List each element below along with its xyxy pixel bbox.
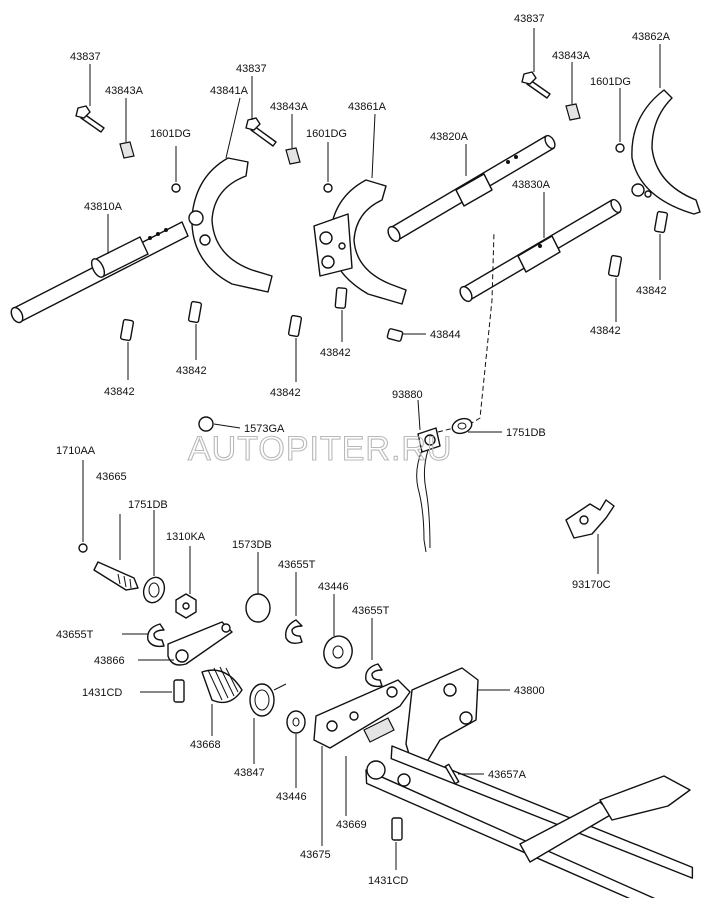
- switch-93170c: [565, 499, 615, 539]
- label-43861a: 43861A: [348, 101, 387, 113]
- label-43655t: 43655T: [278, 559, 316, 571]
- label-43842: 43842: [176, 365, 207, 377]
- label-43668: 43668: [190, 739, 221, 751]
- washer-1751db-lower: [142, 576, 166, 604]
- clip-1573ga: [198, 416, 214, 432]
- spring-43843a-c: [565, 103, 581, 121]
- part-labels: 43837 43843A 43841A 43837 43843A 1601DG …: [56, 13, 671, 887]
- spring-43669: [363, 717, 395, 743]
- label-1601dg: 1601DG: [590, 76, 631, 88]
- shift-fork-43862a: [631, 89, 701, 215]
- label-43843a: 43843A: [105, 85, 144, 97]
- plug-43844: [386, 328, 404, 342]
- label-1431cd: 1431CD: [82, 687, 122, 699]
- washer-43446-a: [323, 635, 353, 669]
- label-43837: 43837: [236, 63, 267, 75]
- label-43665: 43665: [96, 471, 127, 483]
- spring-43847: [249, 683, 287, 717]
- spring-43843a-b: [285, 147, 301, 165]
- label-93880: 93880: [392, 389, 423, 401]
- label-43837: 43837: [70, 51, 101, 63]
- label-1431cd: 1431CD: [368, 875, 408, 887]
- label-43657a: 43657A: [488, 769, 527, 781]
- label-43830a: 43830A: [512, 179, 551, 191]
- ball-1601dg-c: [615, 143, 625, 153]
- clip-43655t-b: [285, 619, 303, 645]
- label-43847: 43847: [234, 767, 265, 779]
- bolt-43837-b: [245, 117, 277, 147]
- label-1751db: 1751DB: [128, 499, 168, 511]
- label-43810a: 43810A: [84, 201, 123, 213]
- ball-1601dg-a: [171, 183, 181, 193]
- clip-43655t-c: [365, 663, 383, 688]
- pin-43842-f: [653, 210, 669, 234]
- assembly-43800: [365, 667, 694, 898]
- pin-1431cd-a: [173, 679, 185, 703]
- shaft-43665: [93, 561, 139, 591]
- label-1310ka: 1310KA: [166, 531, 206, 543]
- label-1751db: 1751DB: [506, 427, 546, 439]
- label-43842: 43842: [320, 347, 351, 359]
- label-1710aa: 1710AA: [56, 445, 96, 457]
- label-43446: 43446: [318, 581, 349, 593]
- label-43842: 43842: [590, 325, 621, 337]
- shift-rod-43820a: [387, 134, 556, 243]
- label-1573db: 1573DB: [232, 539, 272, 551]
- pin-43842-d: [334, 287, 348, 309]
- label-43655t: 43655T: [56, 629, 94, 641]
- pin-43842-e: [607, 254, 623, 278]
- shift-rod-43830a: [459, 198, 622, 303]
- shift-fork-43861a: [313, 179, 407, 305]
- bolt-43837-a: [75, 105, 105, 133]
- label-43675: 43675: [300, 849, 331, 861]
- label-43446: 43446: [276, 791, 307, 803]
- label-43842: 43842: [636, 285, 667, 297]
- washer-43446-b: [286, 710, 306, 734]
- bracket-43675: [313, 679, 411, 749]
- label-93170c: 93170C: [572, 579, 611, 591]
- bolt-43837-c: [521, 71, 551, 99]
- ball-1710aa: [78, 543, 88, 553]
- spring-43843a-a: [119, 141, 135, 159]
- label-43844: 43844: [430, 329, 461, 341]
- plug-1573db: [245, 593, 271, 623]
- ball-1601dg-b: [323, 183, 333, 193]
- pin-1431cd-b: [391, 817, 403, 841]
- label-43842: 43842: [270, 387, 301, 399]
- lever-43866: [167, 621, 233, 666]
- washer-1751db-top: [451, 417, 473, 435]
- label-43842: 43842: [104, 386, 135, 398]
- spring-43668: [201, 666, 243, 704]
- pin-43657a: [444, 763, 460, 785]
- label-43843a: 43843A: [552, 50, 591, 62]
- switch-93880: [416, 231, 495, 553]
- shift-fork-43841a: [188, 157, 273, 293]
- label-43669: 43669: [336, 819, 367, 831]
- pin-43842-b: [187, 300, 203, 324]
- label-1573ga: 1573GA: [244, 423, 285, 435]
- shift-rod-43810a: [10, 221, 189, 324]
- leader-lines: [82, 28, 661, 870]
- label-1601dg: 1601DG: [150, 128, 191, 140]
- label-43837: 43837: [514, 13, 545, 25]
- label-43862a: 43862A: [632, 31, 671, 43]
- pin-43842-a: [119, 318, 135, 342]
- watermark: AUTOPITER.RU: [188, 430, 453, 468]
- label-43800: 43800: [514, 685, 545, 697]
- label-1601dg: 1601DG: [306, 128, 347, 140]
- label-43843a: 43843A: [270, 101, 309, 113]
- label-43841a: 43841A: [210, 85, 249, 97]
- label-43820a: 43820A: [430, 131, 469, 143]
- pin-43842-c: [287, 314, 303, 338]
- label-43866: 43866: [94, 655, 125, 667]
- label-43655t: 43655T: [352, 605, 390, 617]
- nut-1310ka: [175, 593, 197, 619]
